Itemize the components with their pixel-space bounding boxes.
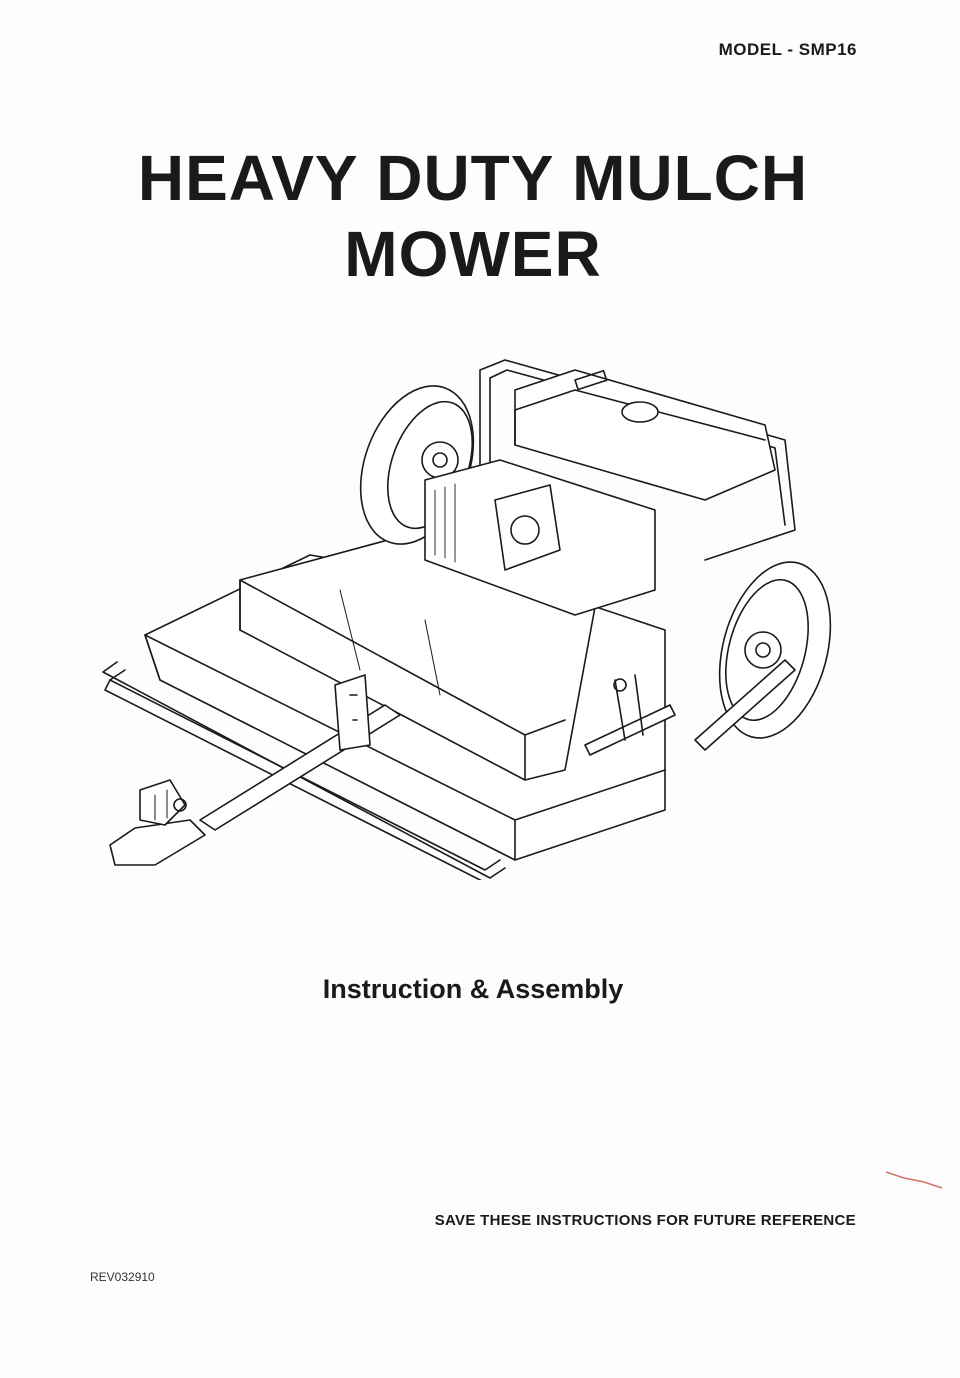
engine bbox=[424, 459, 656, 616]
linkage-arm bbox=[584, 674, 676, 756]
deck-cover bbox=[239, 529, 601, 781]
title-line-2: MOWER bbox=[344, 218, 602, 290]
mulch-mower-illustration bbox=[102, 359, 832, 880]
title-line-1: HEAVY DUTY MULCH bbox=[137, 142, 809, 214]
right-wheel bbox=[694, 561, 832, 751]
document-title: HEAVY DUTY MULCH MOWER bbox=[0, 140, 946, 292]
hitch-coupler bbox=[109, 779, 206, 866]
revision-code: REV032910 bbox=[90, 1270, 155, 1284]
model-number: MODEL - SMP16 bbox=[718, 40, 857, 59]
save-instructions-notice: SAVE THESE INSTRUCTIONS FOR FUTURE REFER… bbox=[434, 1212, 856, 1229]
document-subtitle: Instruction & Assembly bbox=[322, 974, 624, 1004]
paper-mark bbox=[885, 1171, 943, 1189]
tow-bar bbox=[199, 674, 401, 831]
fuel-tank bbox=[514, 369, 776, 501]
